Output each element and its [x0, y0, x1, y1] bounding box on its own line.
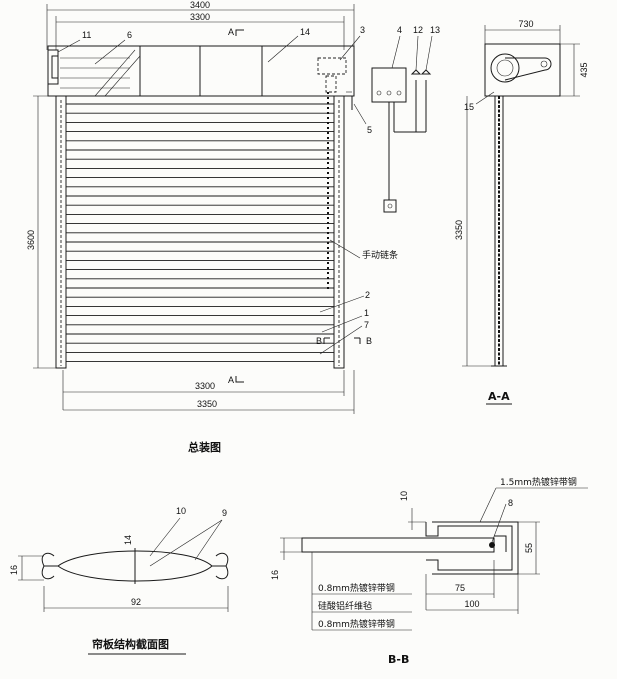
part-10: 10 — [176, 506, 186, 516]
dim-aa-width: 730 — [518, 19, 533, 29]
part-1: 1 — [364, 308, 369, 318]
section-b-right-label: B — [366, 336, 372, 346]
chain-label: 手动链条 — [362, 249, 398, 261]
dim-bb-55: 55 — [524, 543, 534, 553]
dim-aa-height: 3350 — [454, 220, 464, 240]
dim-left-height: 3600 — [26, 230, 36, 250]
dim-slat-width: 92 — [131, 597, 141, 607]
caption-bb: B-B — [388, 653, 409, 666]
section-a-bottom-label: A — [228, 375, 234, 385]
dim-slat-height: 16 — [9, 565, 19, 575]
part-12: 12 — [413, 25, 423, 35]
dim-bottom-inner: 3300 — [195, 381, 215, 391]
part-14: 14 — [300, 27, 310, 37]
bb-layer-1: 0.8mm热镀锌带钢 — [318, 582, 395, 594]
section-a-top-label: A — [228, 27, 234, 37]
dim-slat-mid: 14 — [123, 535, 133, 545]
part-13: 13 — [430, 25, 440, 35]
dim-top-outer: 3400 — [190, 0, 210, 10]
dim-bb-10: 10 — [399, 491, 409, 501]
part-8: 8 — [508, 498, 513, 508]
section-bb-view: 10 55 16 75 100 1.5mm热镀锌带钢 8 0.8mm热镀锌带钢 … — [270, 476, 588, 666]
caption-assembly: 总装图 — [188, 440, 221, 454]
caption-aa: A-A — [488, 390, 510, 403]
dim-top-inner: 3300 — [190, 12, 210, 22]
part-15: 15 — [464, 102, 474, 112]
dim-bb-16: 16 — [270, 570, 280, 580]
part-9: 9 — [222, 508, 227, 518]
dim-bb-75: 75 — [455, 583, 465, 593]
bb-steel-label: 1.5mm热镀锌带钢 — [500, 476, 577, 488]
part-6: 6 — [127, 30, 132, 40]
part-7: 7 — [364, 320, 369, 330]
caption-slat: 帘板结构截面图 — [92, 637, 169, 651]
part-11: 11 — [82, 30, 91, 40]
part-5: 5 — [367, 125, 372, 135]
curtain-slats — [66, 103, 334, 363]
dim-aa-top: 435 — [579, 62, 589, 77]
part-3: 3 — [360, 25, 365, 35]
dim-bottom-outer: 3350 — [197, 399, 217, 409]
part-4: 4 — [397, 25, 402, 35]
dim-bb-100: 100 — [464, 599, 479, 609]
section-b-left-label: B — [316, 336, 322, 346]
bb-layer-3: 0.8mm热镀锌带钢 — [318, 618, 395, 630]
main-assembly-view: 3400 3300 A — [26, 0, 440, 454]
section-aa-view: 730 435 3350 15 A-A — [454, 19, 589, 405]
slat-section-view: 16 92 14 10 9 帘板结构截面图 — [9, 506, 229, 655]
bb-layer-2: 硅酸铝纤维毡 — [318, 600, 372, 612]
part-2: 2 — [365, 290, 370, 300]
